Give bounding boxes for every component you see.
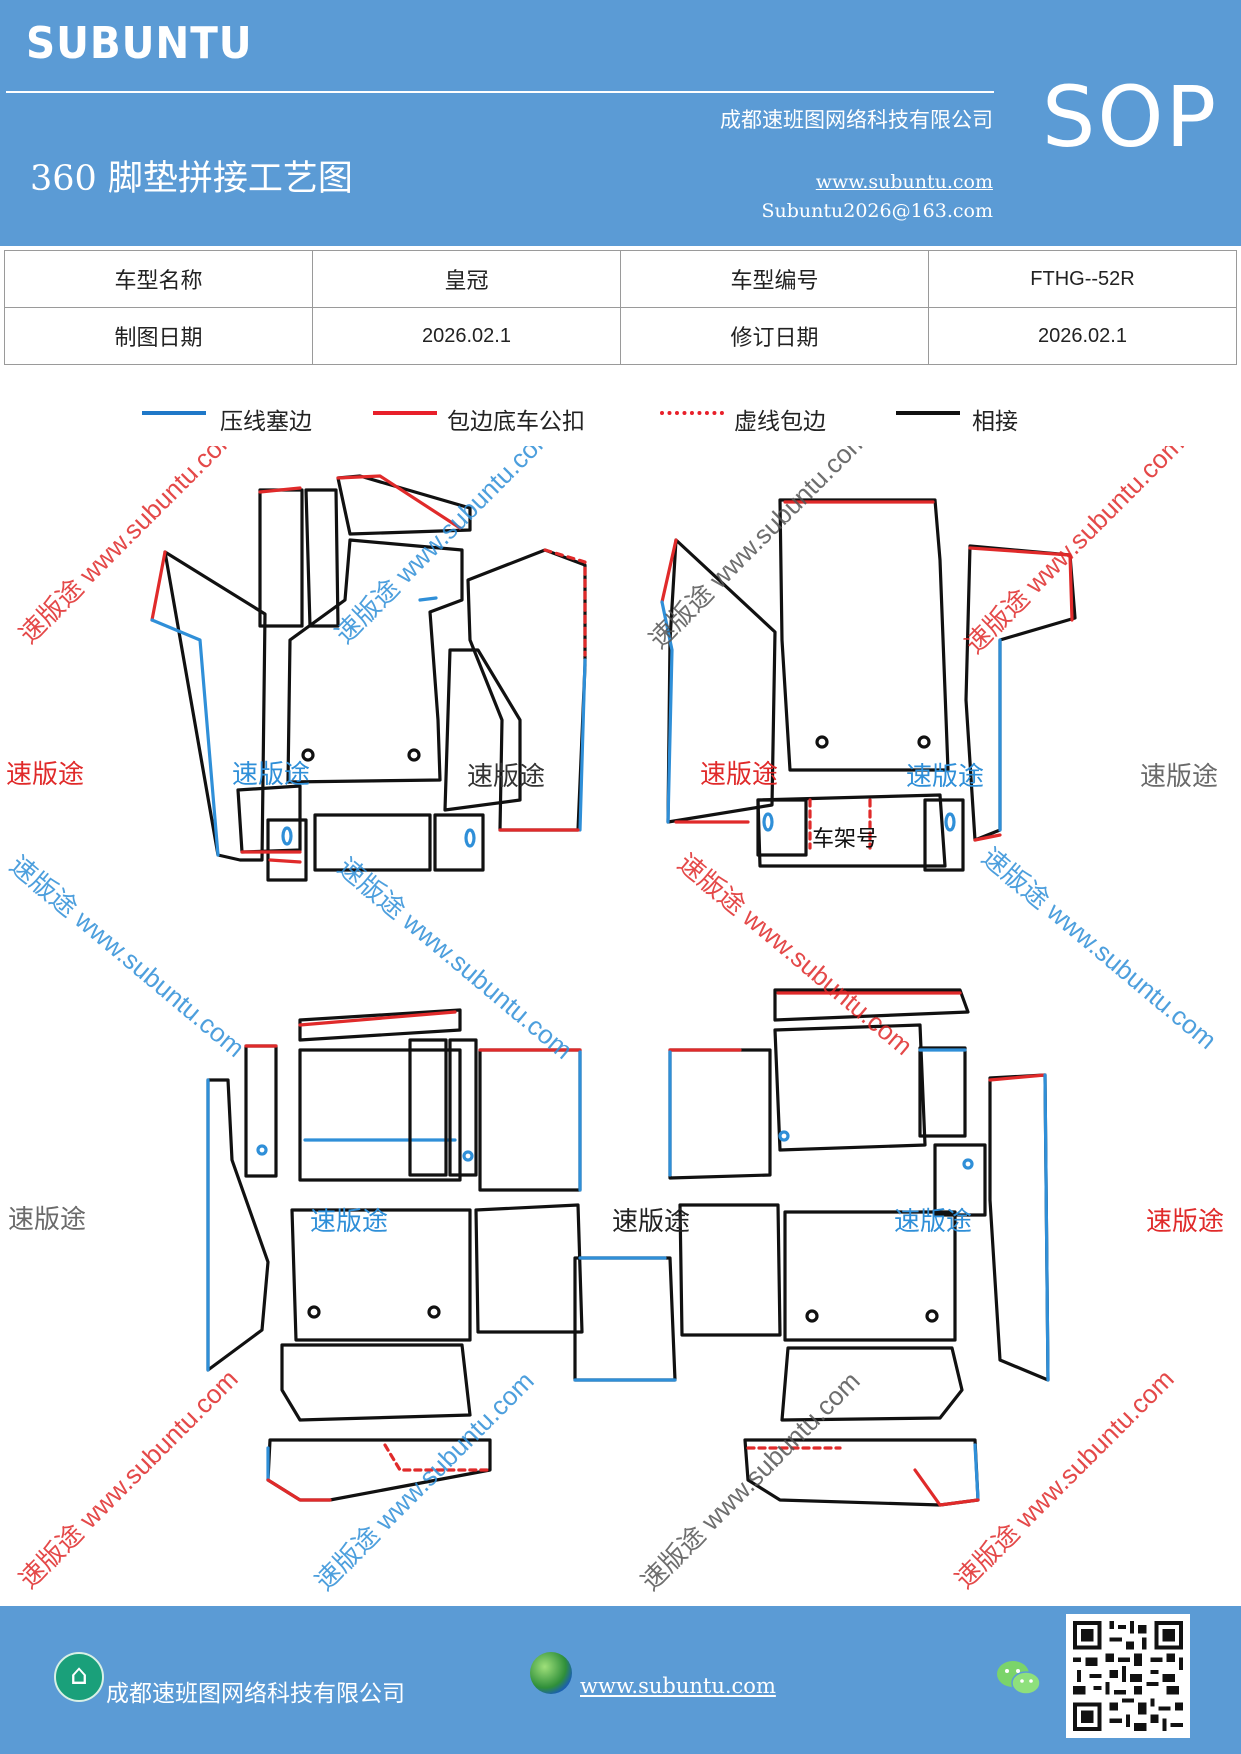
draw-date-value: 2026.02.1 bbox=[312, 307, 621, 365]
mat-group-bottom-left bbox=[206, 1008, 584, 1502]
brand-logo: SUBUNTU bbox=[26, 18, 253, 69]
header-banner: SUBUNTU 360 脚垫拼接工艺图 成都速班图网络科技有限公司 www.su… bbox=[0, 0, 1241, 246]
footer-banner: 成都速班图网络科技有限公司 www.subuntu.com bbox=[0, 1606, 1241, 1754]
sop-label: SOP bbox=[1042, 68, 1219, 166]
mat-tunnel-center bbox=[573, 1256, 677, 1382]
watermark-diagonal: 速版途 www.subuntu.com bbox=[309, 1366, 540, 1597]
watermark-diagonal: 速版途 www.subuntu.com bbox=[4, 850, 250, 1063]
email-address[interactable]: Subuntu2026@163.com bbox=[761, 200, 993, 222]
building-icon bbox=[54, 1652, 104, 1702]
legend-swatch-black bbox=[896, 411, 960, 415]
watermark-diagonal: 速版途 www.subuntu.com bbox=[332, 852, 578, 1065]
watermark-label: 速版途 bbox=[8, 1204, 86, 1234]
mat-cutting-diagram: 车架号 速版途 速版途 速版途 速版途 速版途 速版途 速版途 速版途 速版途 … bbox=[4, 446, 1224, 1596]
line-legend: 压线塞边 包边底车公扣 虚线包边 相接 bbox=[0, 400, 1241, 440]
table-row: 制图日期 2026.02.1 修订日期 2026.02.1 bbox=[4, 307, 1237, 365]
watermark-diagonal: 速版途 www.subuntu.com bbox=[13, 446, 244, 649]
frame-number-label: 车架号 bbox=[812, 827, 878, 852]
legend-label: 压线塞边 bbox=[220, 409, 312, 435]
header-divider bbox=[6, 91, 994, 93]
mat-group-top-right bbox=[660, 498, 1077, 872]
watermark-label: 速版途 bbox=[894, 1206, 972, 1236]
model-name-label: 车型名称 bbox=[4, 250, 313, 308]
watermark-label: 速版途 bbox=[906, 761, 984, 791]
website-link[interactable]: www.subuntu.com bbox=[815, 171, 993, 193]
revise-date-label: 修订日期 bbox=[620, 307, 929, 365]
model-name-value: 皇冠 bbox=[312, 250, 621, 308]
mat-group-top-left bbox=[150, 474, 587, 882]
watermark-diagonal: 速版途 www.subuntu.com bbox=[635, 1366, 866, 1597]
legend-label: 虚线包边 bbox=[734, 409, 826, 435]
legend-swatch-blue bbox=[142, 411, 206, 415]
model-code-value: FTHG--52R bbox=[928, 250, 1237, 308]
watermark-diagonal: 速版途 www.subuntu.com bbox=[643, 446, 874, 654]
watermark-label: 速版途 bbox=[232, 759, 310, 789]
legend-label: 包边底车公扣 bbox=[447, 409, 585, 435]
watermark-label: 速版途 bbox=[1146, 1206, 1224, 1236]
watermark-label: 速版途 bbox=[6, 759, 84, 789]
watermark-label: 速版途 bbox=[467, 761, 545, 791]
draw-date-label: 制图日期 bbox=[4, 307, 313, 365]
watermark-diagonal: 速版途 www.subuntu.com bbox=[959, 446, 1190, 659]
legend-label: 相接 bbox=[972, 409, 1018, 435]
table-row: 车型名称 皇冠 车型编号 FTHG--52R bbox=[4, 250, 1237, 308]
globe-icon bbox=[530, 1652, 572, 1694]
model-info-table: 车型名称 皇冠 车型编号 FTHG--52R 制图日期 2026.02.1 修订… bbox=[4, 250, 1237, 365]
watermark-label: 速版途 bbox=[1140, 761, 1218, 791]
wechat-icon[interactable] bbox=[996, 1658, 1042, 1698]
watermark-diagonal: 速版途 www.subuntu.com bbox=[976, 842, 1222, 1055]
watermark-label: 速版途 bbox=[700, 759, 778, 789]
watermark-layer: 速版途 速版途 速版途 速版途 速版途 速版途 速版途 速版途 速版途 速版途 … bbox=[4, 446, 1224, 1596]
legend-swatch-red-dashed bbox=[660, 411, 724, 415]
watermark-diagonal: 速版途 www.subuntu.com bbox=[13, 1364, 244, 1595]
revise-date-value: 2026.02.1 bbox=[928, 307, 1237, 365]
watermark-label: 速版途 bbox=[310, 1206, 388, 1236]
watermark-label: 速版途 bbox=[612, 1206, 690, 1236]
qr-code bbox=[1066, 1614, 1190, 1738]
document-title: 360 脚垫拼接工艺图 bbox=[30, 159, 353, 199]
legend-swatch-red bbox=[373, 411, 437, 415]
company-name: 成都速班图网络科技有限公司 bbox=[720, 108, 993, 132]
watermark-diagonal: 速版途 www.subuntu.com bbox=[949, 1364, 1180, 1595]
mat-group-bottom-right bbox=[668, 988, 1050, 1507]
model-code-label: 车型编号 bbox=[620, 250, 929, 308]
footer-website-link[interactable]: www.subuntu.com bbox=[580, 1674, 776, 1698]
footer-company-name: 成都速班图网络科技有限公司 bbox=[106, 1681, 405, 1707]
